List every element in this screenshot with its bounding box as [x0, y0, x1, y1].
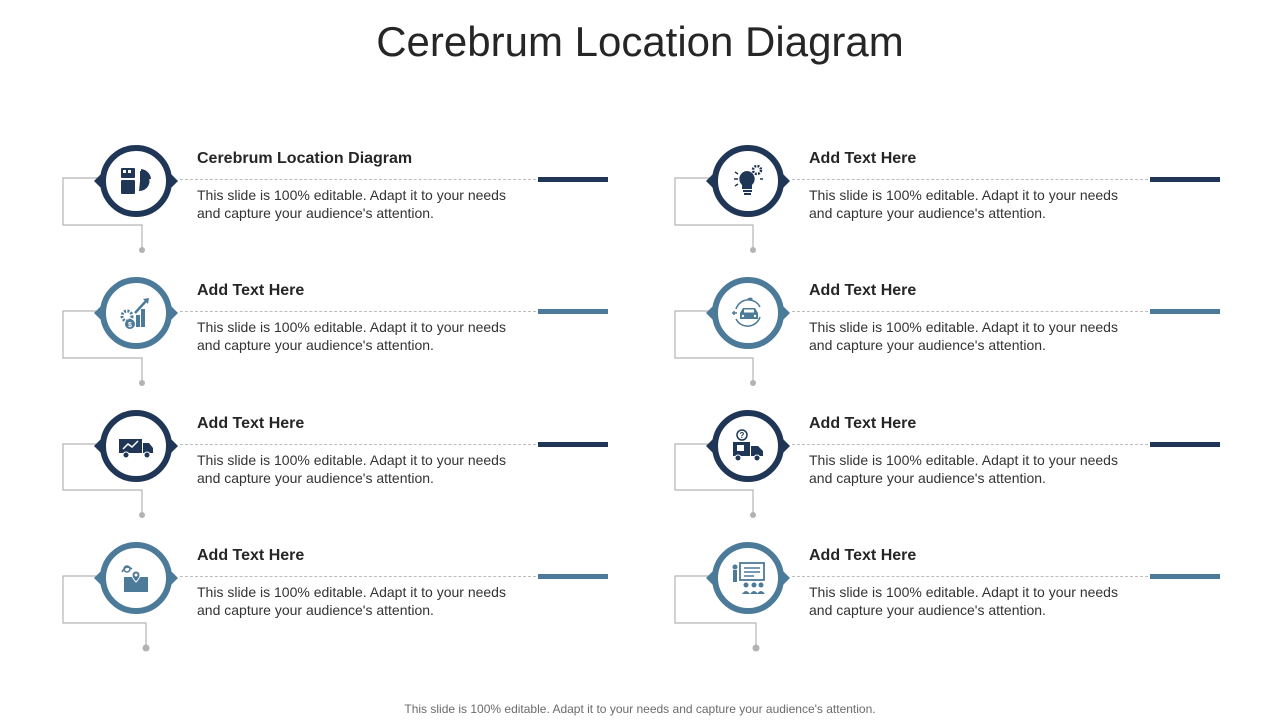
- dashed-divider: [180, 179, 536, 180]
- footer-note: This slide is 100% editable. Adapt it to…: [404, 702, 876, 716]
- dashed-divider: [792, 576, 1148, 577]
- icon-circle: [706, 145, 790, 217]
- item-description: This slide is 100% editable. Adapt it to…: [809, 319, 1118, 353]
- accent-bar: [1150, 177, 1220, 182]
- dashed-divider: [792, 311, 1148, 312]
- diagram-item-1: Cerebrum Location Diagram This slide is …: [60, 145, 640, 275]
- delivery-question-icon: ?: [733, 429, 763, 462]
- dashed-divider: [792, 179, 1148, 180]
- lightbulb-gear-icon: [734, 164, 763, 195]
- diagram-item-4: Add Text Here This slide is 100% editabl…: [60, 542, 640, 672]
- delivery-truck-icon: [119, 439, 153, 459]
- connector-line: [674, 443, 756, 518]
- accent-bar: [538, 177, 608, 182]
- diagram-item-2: $ Add Text Here This slide is 100% edita…: [60, 277, 640, 407]
- accent-bar: [1150, 442, 1220, 447]
- electric-car-icon: [732, 297, 761, 327]
- accent-bar: [538, 309, 608, 314]
- connector-line: [62, 443, 145, 518]
- item-description: This slide is 100% editable. Adapt it to…: [197, 319, 506, 353]
- accent-bar: [1150, 309, 1220, 314]
- chart-report-icon: [121, 168, 151, 194]
- dashed-divider: [180, 576, 536, 577]
- item-heading: Add Text Here: [809, 150, 917, 167]
- item-heading: Add Text Here: [809, 282, 917, 299]
- diagram-item-8: Add Text Here This slide is 100% editabl…: [672, 542, 1252, 672]
- growth-dollar-gear-icon: $: [120, 298, 149, 329]
- item-heading: Add Text Here: [809, 547, 917, 564]
- dashed-divider: [180, 444, 536, 445]
- icon-circle: [94, 410, 178, 482]
- item-heading: Add Text Here: [809, 415, 917, 432]
- item-heading: Cerebrum Location Diagram: [197, 150, 413, 167]
- svg-text:$: $: [128, 322, 132, 329]
- icon-circle: [94, 145, 178, 217]
- connector-line: [674, 310, 756, 386]
- diagram-item-5: Add Text Here This slide is 100% editabl…: [672, 145, 1252, 275]
- icon-circle: [706, 277, 790, 349]
- dashed-divider: [792, 444, 1148, 445]
- icon-circle: [706, 542, 790, 614]
- item-description: This slide is 100% editable. Adapt it to…: [197, 187, 506, 221]
- connector-line: [62, 310, 145, 386]
- dashed-divider: [180, 311, 536, 312]
- connector-line: [674, 177, 756, 253]
- diagram-item-6: Add Text Here This slide is 100% editabl…: [672, 277, 1252, 407]
- connector-line: [674, 575, 760, 652]
- item-heading: Add Text Here: [197, 547, 305, 564]
- item-description: This slide is 100% editable. Adapt it to…: [197, 584, 506, 618]
- connector-line: [62, 575, 150, 652]
- accent-bar: [538, 442, 608, 447]
- icon-circle: ?: [706, 410, 790, 482]
- item-heading: Add Text Here: [197, 415, 305, 432]
- item-description: This slide is 100% editable. Adapt it to…: [809, 584, 1118, 618]
- accent-bar: [1150, 574, 1220, 579]
- connector-line: [62, 177, 145, 253]
- item-description: This slide is 100% editable. Adapt it to…: [809, 187, 1118, 221]
- accent-bar: [538, 574, 608, 579]
- diagram-item-7: ? Add Text Here This slide is 100% edita…: [672, 410, 1252, 540]
- svg-text:?: ?: [740, 431, 745, 440]
- icon-circle: $: [94, 277, 178, 349]
- item-description: This slide is 100% editable. Adapt it to…: [197, 452, 506, 486]
- item-description: This slide is 100% editable. Adapt it to…: [809, 452, 1118, 486]
- presentation-board-icon: [732, 562, 765, 594]
- location-map-icon: [121, 565, 148, 592]
- item-heading: Add Text Here: [197, 282, 305, 299]
- icon-circle: [94, 542, 178, 614]
- diagram-item-3: Add Text Here This slide is 100% editabl…: [60, 410, 640, 540]
- page-title: Cerebrum Location Diagram: [376, 18, 904, 65]
